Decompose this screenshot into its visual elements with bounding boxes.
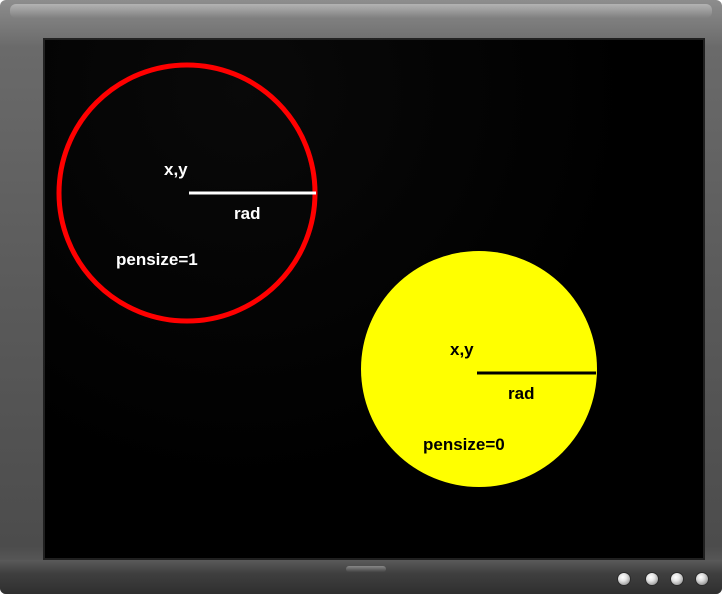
monitor-screen: x,y rad pensize=1 x,y rad pensize=0 xyxy=(43,38,705,560)
round-button-icon[interactable] xyxy=(618,573,630,585)
monitor-bottom-bezel xyxy=(0,560,722,594)
round-button-icon[interactable] xyxy=(646,573,658,585)
filled-circle-pensize-label: pensize=0 xyxy=(423,435,505,454)
screen-glare xyxy=(43,38,705,560)
outline-circle-center-label: x,y xyxy=(164,160,188,179)
circle-drawing-canvas: x,y rad pensize=1 x,y rad pensize=0 xyxy=(56,62,597,487)
monitor-logo xyxy=(346,566,386,572)
filled-circle-center-label: x,y xyxy=(450,340,474,359)
round-button-icon[interactable] xyxy=(671,573,683,585)
outline-circle-radius-label: rad xyxy=(234,204,260,223)
filled-circle xyxy=(361,251,597,487)
filled-circle-radius-label: rad xyxy=(508,384,534,403)
outline-circle-pensize-label: pensize=1 xyxy=(116,250,198,269)
bezel-highlight xyxy=(10,4,712,18)
power-button-icon[interactable] xyxy=(696,573,708,585)
